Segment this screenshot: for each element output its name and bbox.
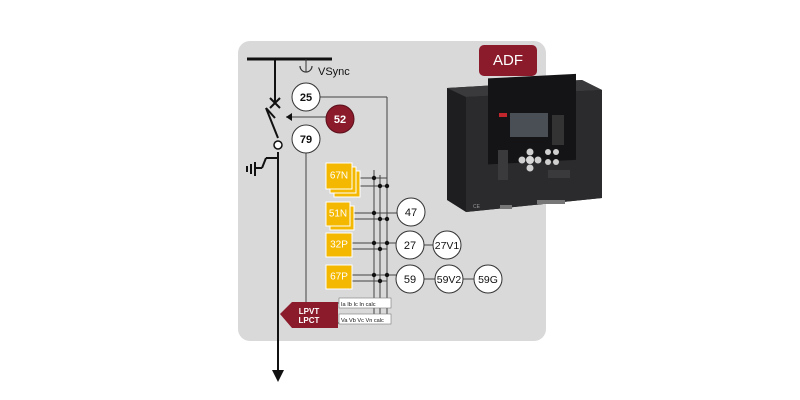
- function-47-label: 47: [405, 207, 417, 219]
- device-display: [510, 113, 548, 137]
- function-67P-label: 67P: [330, 272, 348, 283]
- function-51N-label: 51N: [329, 209, 347, 220]
- adf-badge: ADF: [479, 45, 537, 76]
- function-51N: 51N: [325, 201, 355, 231]
- voltage-measurement-label: Va Vb Vc Vn calc: [341, 318, 384, 324]
- function-25-label: 25: [300, 92, 312, 104]
- lpvt-label: LPVT: [299, 307, 320, 316]
- function-59: 59: [395, 264, 425, 294]
- function-27V1-label: 27V1: [435, 240, 460, 252]
- function-67P: 67P: [325, 264, 353, 290]
- function-79: 79: [291, 124, 321, 154]
- function-59V2: 59V2: [434, 264, 464, 294]
- function-67N-label: 67N: [330, 171, 348, 182]
- feeder-arrow-icon: [272, 370, 284, 382]
- function-59V2-label: 59V2: [437, 274, 462, 286]
- function-59G: 59G: [473, 264, 503, 294]
- vsync-pt-icon: [299, 65, 313, 73]
- junction-dots: [371, 175, 390, 284]
- vsync-label: VSync: [318, 66, 350, 78]
- function-79-label: 79: [300, 134, 312, 146]
- current-measurement-label: Ia Ib Ic In calc: [341, 302, 376, 308]
- function-52: 52: [325, 104, 355, 134]
- function-52-label: 52: [334, 114, 346, 126]
- function-47: 47: [396, 197, 426, 227]
- function-59G-label: 59G: [478, 274, 498, 286]
- function-67N: 67N: [325, 162, 361, 198]
- switch-pivot-icon: [273, 140, 283, 150]
- lpct-label: LPCT: [299, 316, 320, 325]
- adf-badge-label: ADF: [493, 52, 523, 69]
- function-27-label: 27: [404, 240, 416, 252]
- function-32P-label: 32P: [330, 240, 348, 251]
- relay-device-image: CE: [447, 73, 602, 212]
- function-27: 27: [395, 230, 425, 260]
- function-25: 25: [291, 82, 321, 112]
- function-27V1: 27V1: [432, 230, 462, 260]
- svg-text:CE: CE: [473, 204, 481, 210]
- function-59-label: 59: [404, 274, 416, 286]
- circuit-breaker-icon: [269, 97, 281, 109]
- lpvt-lpct-arrow: LPVT LPCT: [280, 302, 338, 328]
- earth-switch-icon: [246, 157, 278, 176]
- feeder-line: [265, 59, 279, 375]
- function-32P: 32P: [325, 232, 353, 258]
